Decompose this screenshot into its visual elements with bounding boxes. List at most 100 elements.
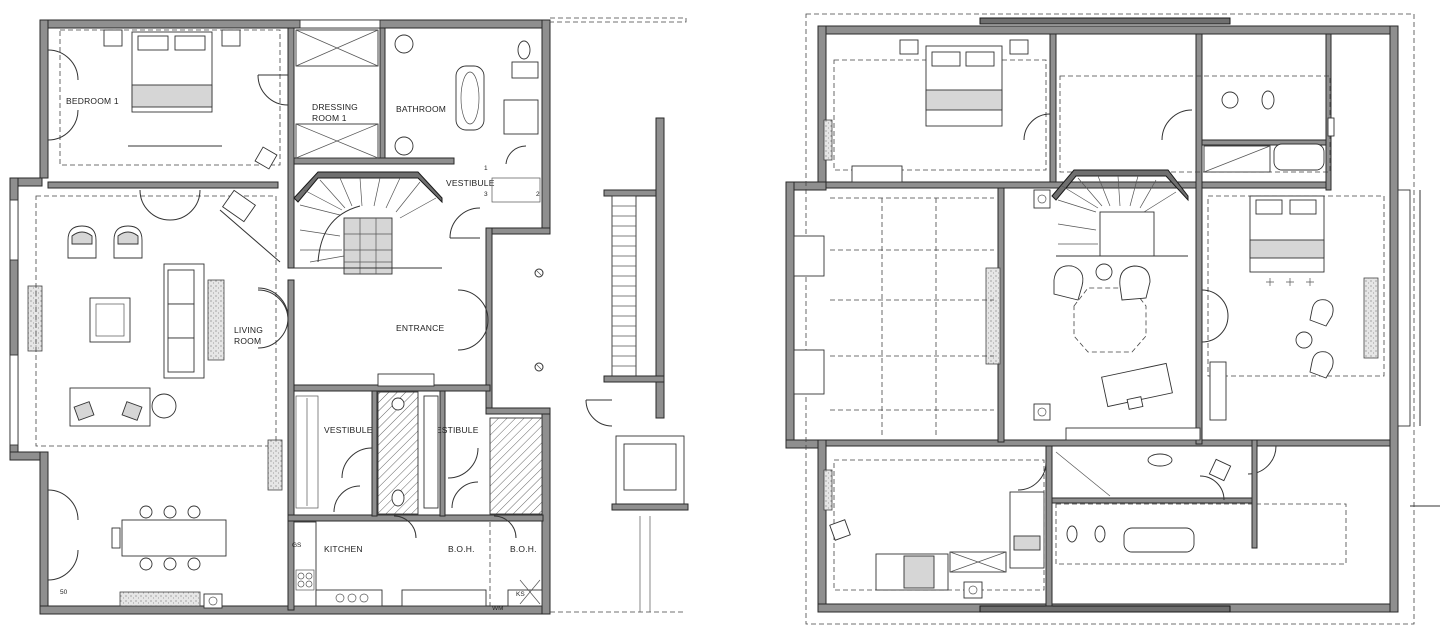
door-bedroom bbox=[257, 74, 289, 106]
label-boh-1: B.O.H. bbox=[448, 544, 475, 554]
stair-core bbox=[343, 217, 393, 275]
dining-chair-end bbox=[111, 527, 121, 549]
r-bed1-pillow-r bbox=[965, 51, 995, 67]
wc-basin bbox=[391, 397, 405, 411]
r-duct-2-c bbox=[1037, 407, 1047, 417]
r-bed2-pillow-l bbox=[1255, 199, 1283, 215]
r-bed2-blanket bbox=[1249, 239, 1325, 259]
door-living-top bbox=[139, 189, 201, 221]
sofa-seat-2 bbox=[167, 303, 195, 339]
sink-3 bbox=[359, 593, 369, 603]
r-wall-v5 bbox=[1325, 33, 1332, 191]
dining-table bbox=[121, 519, 227, 557]
bed-chair bbox=[254, 146, 278, 170]
r-cot bbox=[1009, 491, 1045, 569]
r-left-room-grid bbox=[830, 197, 994, 436]
label-bedroom: BEDROOM 1 bbox=[66, 96, 119, 106]
dining-chair-2 bbox=[163, 505, 177, 519]
bed-blanket bbox=[131, 84, 213, 108]
coffee-table-inner bbox=[95, 303, 125, 337]
wall-bath-bottom bbox=[293, 157, 455, 165]
dining-chair-1 bbox=[139, 505, 153, 519]
label-vestibule-top: VESTIBULE bbox=[446, 178, 495, 188]
r-stair-core bbox=[1099, 211, 1155, 257]
wall-left-lower bbox=[39, 451, 49, 613]
door-vest-bath bbox=[505, 145, 527, 165]
r-wall-lower-bath bbox=[1051, 497, 1253, 504]
window-left-2 bbox=[9, 354, 19, 446]
hob-1 bbox=[297, 572, 305, 580]
r-duct-c bbox=[1037, 194, 1047, 204]
ext-balcony bbox=[549, 17, 687, 23]
stair-arrow bbox=[317, 205, 361, 263]
ext-stair-wall bbox=[603, 189, 661, 197]
nightstand-l bbox=[103, 29, 123, 47]
label-living-2: ROOM bbox=[234, 336, 261, 346]
mark-stair-1: 1 bbox=[484, 165, 488, 172]
basin-top bbox=[394, 34, 414, 54]
wall-right-step bbox=[485, 227, 551, 235]
closet-top bbox=[491, 177, 541, 203]
door-entrance-left bbox=[257, 289, 289, 321]
mark-gs: GS bbox=[292, 542, 302, 549]
r-toilet bbox=[1261, 90, 1275, 110]
armchair-2 bbox=[113, 225, 143, 259]
r-door-bath bbox=[1161, 109, 1193, 141]
ext-lift-wall-bottom bbox=[611, 503, 689, 511]
r-wall-left-mid bbox=[785, 181, 795, 447]
dining-chair-4 bbox=[139, 557, 153, 571]
r-bay-1 bbox=[793, 235, 825, 277]
coffee-table bbox=[89, 297, 131, 343]
r-wardrobe-x2 bbox=[949, 551, 1007, 573]
stair-core-grid bbox=[344, 218, 392, 274]
plan-right bbox=[785, 13, 1440, 625]
door-vest-left bbox=[341, 447, 373, 479]
r-bath-outline bbox=[1059, 75, 1331, 173]
radiator-left bbox=[27, 285, 43, 352]
r-meter-c bbox=[968, 585, 978, 595]
label-boh-2: B.O.H. bbox=[510, 544, 537, 554]
ext-wall-right bbox=[655, 117, 665, 419]
label-vestibule-mid-left: VESTIBULE bbox=[324, 425, 373, 435]
label-entrance: ENTRANCE bbox=[396, 323, 444, 333]
wardrobe2-x2 bbox=[295, 123, 379, 159]
wall-vest-divider bbox=[371, 390, 378, 517]
r-side-table bbox=[1095, 263, 1113, 281]
wc-toilet bbox=[391, 489, 405, 507]
mark-stair-3: 3 bbox=[484, 191, 488, 198]
r-bath-bottom-outline bbox=[1055, 503, 1347, 565]
hob-2 bbox=[305, 572, 313, 580]
kitchen-hob bbox=[295, 569, 315, 591]
r-wall-left-lower bbox=[817, 439, 827, 611]
wall-left-bay-bottom bbox=[9, 451, 43, 461]
wall-right-step2 bbox=[485, 407, 551, 415]
r-outline bbox=[805, 13, 1415, 625]
mark-stair-2: 2 bbox=[536, 191, 540, 198]
r-armchair-2 bbox=[1119, 265, 1151, 301]
wall-top-left bbox=[39, 19, 551, 29]
mark-ks: KS bbox=[516, 591, 525, 598]
door-vest-right bbox=[447, 447, 479, 509]
r-chair-right-2 bbox=[1309, 351, 1334, 379]
r-bunk-blanket bbox=[903, 555, 935, 589]
r-wall-right bbox=[1389, 25, 1399, 613]
armchair-1 bbox=[67, 225, 97, 259]
label-dressing-2: ROOM 1 bbox=[312, 113, 347, 123]
r-basin bbox=[1221, 91, 1239, 109]
r-wall-h2 bbox=[825, 439, 1391, 447]
r-wall-left-upper bbox=[817, 25, 827, 187]
r-bed1-bench bbox=[851, 165, 903, 183]
kitchen-counter-bottom bbox=[315, 589, 383, 607]
window-left-1 bbox=[9, 199, 19, 261]
kitchen-counter-left bbox=[293, 521, 317, 607]
door-boh bbox=[493, 515, 517, 539]
r-bath-bottom-bidet bbox=[1094, 525, 1106, 543]
diag-wall bbox=[219, 209, 281, 263]
bathtub bbox=[455, 65, 485, 131]
r-side-table-2 bbox=[1295, 331, 1313, 349]
r-bay-2 bbox=[793, 349, 825, 395]
r-bed1-pillow-l bbox=[931, 51, 961, 67]
r-roof-edge-bottom bbox=[979, 605, 1231, 613]
label-kitchen: KITCHEN bbox=[324, 544, 363, 554]
r-window-right bbox=[1397, 189, 1411, 427]
